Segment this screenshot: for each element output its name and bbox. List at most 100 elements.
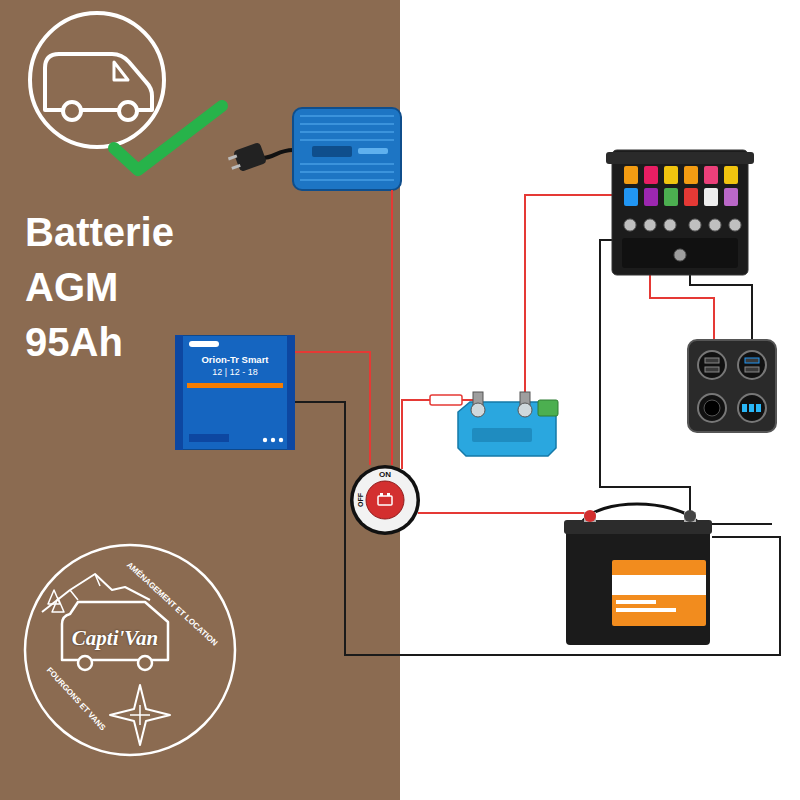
usb-panel [704,400,720,416]
logo [130,705,150,725]
switch-knob [366,481,404,519]
brand-name: Capti'Van [72,626,158,650]
agm-battery [584,510,596,522]
device-led [263,438,267,442]
van-icon [63,102,81,120]
usb-panel [698,394,726,422]
switch-position: OFF [356,493,365,507]
fuse-box [684,188,698,206]
fuse-box [664,188,678,206]
check-mark [114,106,222,170]
usb-panel [705,367,719,372]
black-wire [295,402,780,655]
dc-dc-charger: Orion-Tr Smart12 | 12 - 18 [175,335,295,450]
red-wire [525,195,612,396]
usb-panel [738,394,766,422]
agm-battery [616,600,656,604]
battery-symbol [380,493,383,496]
title: Batterie AGM 95Ah [25,205,200,370]
logo [110,685,170,745]
fuse-box [664,219,676,231]
battery-switch: ON OFF [350,465,420,535]
logo [138,656,152,670]
fuse-box [606,150,754,275]
fuse-box [624,219,636,231]
ac-charger [228,108,401,190]
battery-protect [518,403,532,417]
device-stripe [187,383,283,388]
usb-panel [745,358,759,363]
fuse-box [644,219,656,231]
usb-panel [742,404,747,412]
agm-battery [612,560,706,626]
agm-battery [564,504,712,645]
red-wire [650,275,714,340]
fuse-box [724,188,738,206]
fuse-box [624,188,638,206]
device-body [175,335,295,450]
agm-battery [612,575,706,595]
device-body [175,335,295,450]
brand-mark [189,341,219,347]
switch-bezel [350,465,420,535]
device-terminal [189,434,229,442]
agm-battery [684,510,696,522]
fuse-box [689,219,701,231]
battery-protect [538,400,558,416]
agm-battery [564,520,712,534]
black-wire [600,240,690,514]
ac-charger [300,139,394,141]
van-icon [30,13,164,147]
logo [42,574,150,612]
ac-charger [293,108,401,190]
ac-charger [300,116,394,180]
logo [25,545,235,755]
agm-battery [616,608,676,612]
device-name: Orion-Tr Smart [175,354,295,366]
fuse-box [684,166,698,184]
fuse-box [624,166,638,184]
battery-symbol [378,496,392,505]
ac-charger [231,164,240,170]
battery-protect [471,403,485,417]
ac-charger [358,148,388,154]
fuse-box [606,152,754,164]
red-wire [391,190,393,465]
inline-fuse [430,395,462,405]
logo [62,602,168,660]
wires [295,190,780,655]
fuse-box [664,166,678,184]
fuse-box [709,219,721,231]
fuse-box [724,166,738,184]
switch-ring [354,469,417,532]
ac-charger [312,146,352,157]
fuse-box [644,188,658,206]
logo [78,656,92,670]
usb-panel [705,358,719,363]
device-edge [287,335,295,450]
logo-text: FOURGONS ET VANS [45,665,108,732]
fuse-box [624,219,741,231]
device-edge [175,335,183,450]
usb-panel [698,351,726,379]
device-led [279,438,283,442]
van-icon [119,102,137,120]
usb-panel [688,340,776,432]
logo [70,574,100,600]
ac-charger [300,179,394,181]
usb-panel [745,367,759,372]
ac-charger [262,150,293,158]
ac-charger [300,171,394,173]
van-icon [114,62,128,80]
battery-symbol [387,493,390,496]
switch-position: ON [379,470,391,479]
logo [25,545,235,755]
fuse-box [729,219,741,231]
agm-battery [566,525,710,645]
device-led [271,438,275,442]
title-block: Batterie AGM 95Ah [25,205,200,370]
usb-panel [688,340,776,432]
